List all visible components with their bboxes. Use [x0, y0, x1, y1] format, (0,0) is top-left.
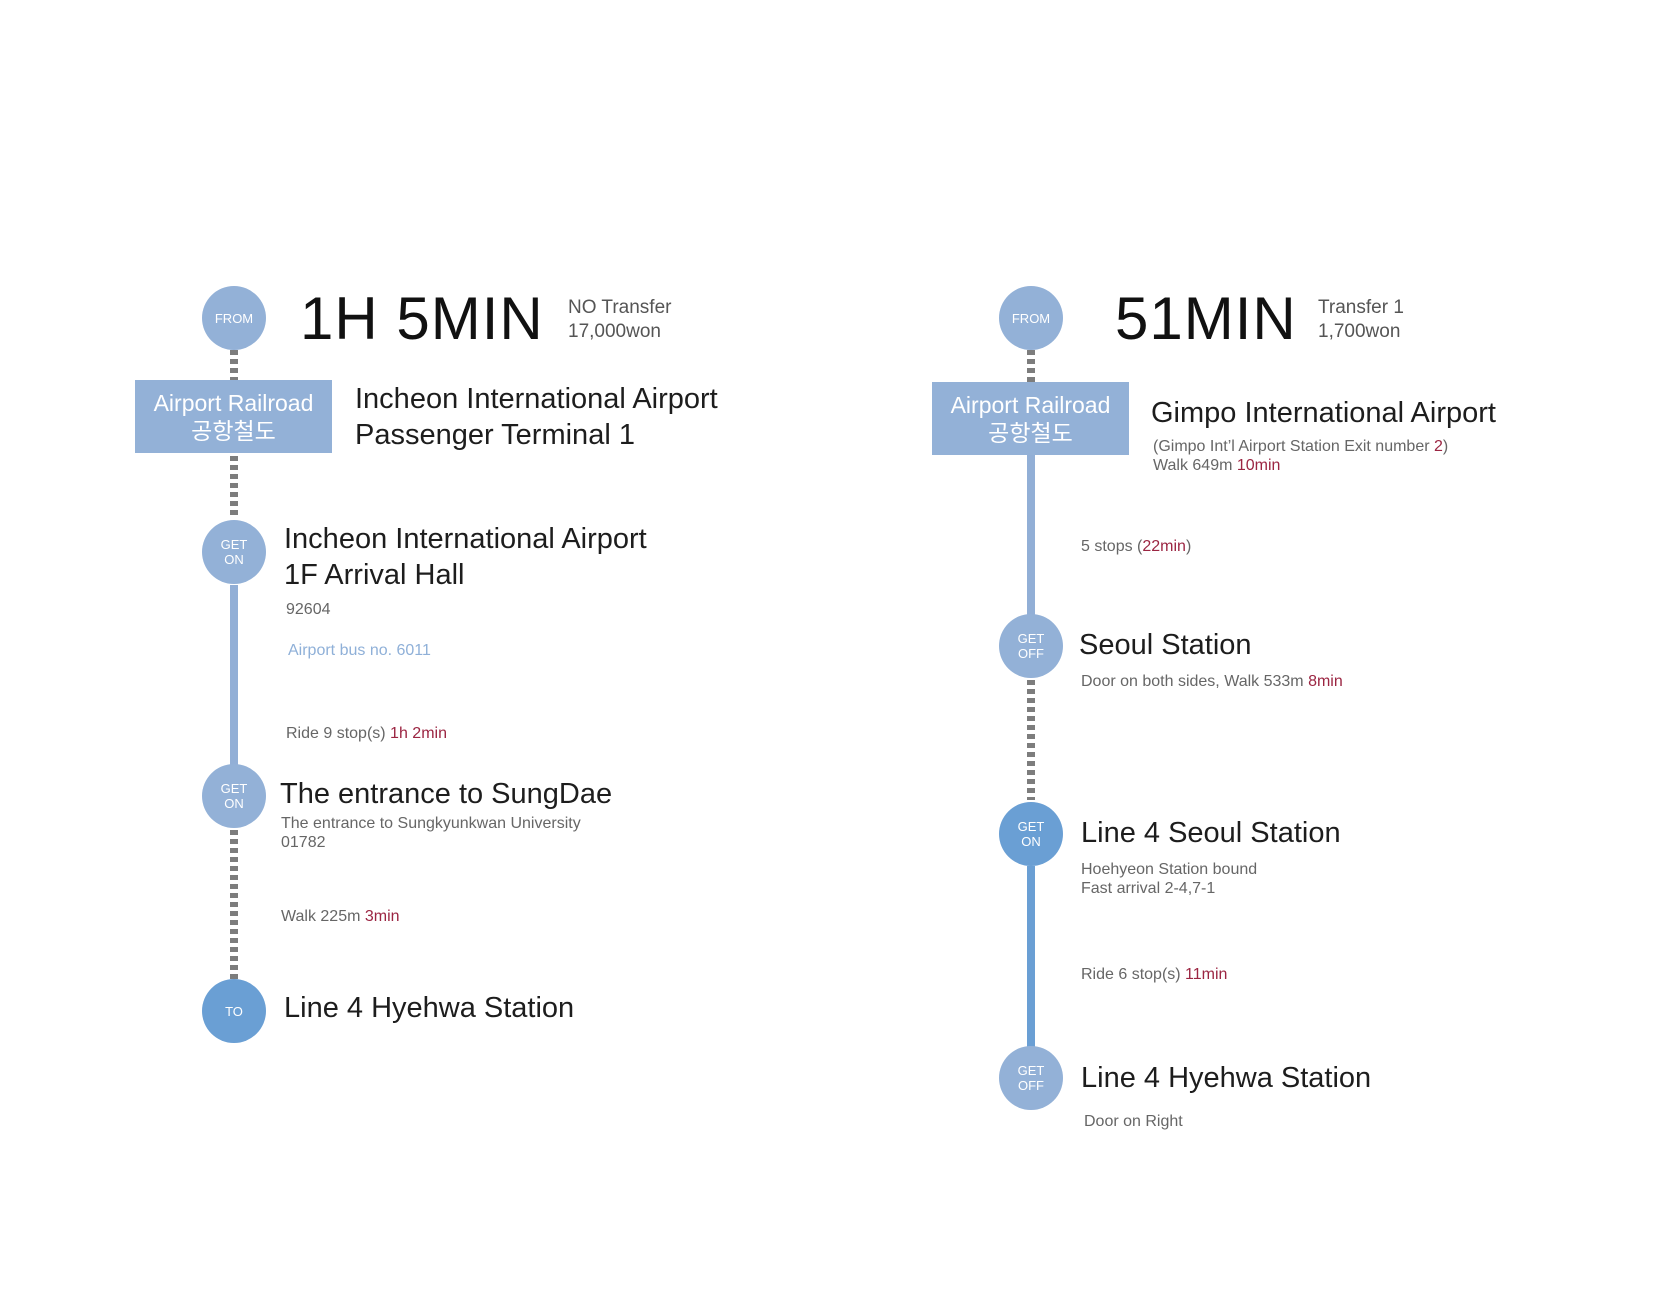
from-node: FROM — [999, 286, 1063, 350]
get-off-node: GET OFF — [999, 1046, 1063, 1110]
travel-time: 1H 5MIN — [300, 285, 544, 352]
route-1: FROM 1H 5MIN NO Transfer 17,000won Airpo… — [135, 285, 718, 1043]
get-on-node: GET ON — [999, 802, 1063, 866]
walk-duration: 8min — [1308, 673, 1343, 690]
fare: 1,700won — [1318, 321, 1401, 342]
destination-title: Line 4 Hyehwa Station — [284, 992, 575, 1024]
transfer-info: NO Transfer 17,000won — [568, 296, 671, 344]
origin-exit-info: (Gimpo Int’l Airport Station Exit number… — [1153, 438, 1449, 474]
stop-title: The entrance to SungDae — [280, 778, 613, 810]
stops-duration: 22min — [1142, 538, 1186, 555]
exit-number: 2 — [1434, 438, 1443, 455]
stops-info: 5 stops (22min) — [1081, 538, 1192, 555]
transfer-count: NO Transfer — [568, 297, 672, 318]
walk-connector — [230, 456, 238, 518]
stop-title: Line 4 Seoul Station — [1081, 817, 1341, 849]
get-on-node: GET ON — [202, 520, 266, 584]
transfer-count: Transfer 1 — [1318, 297, 1404, 318]
walk-duration: 10min — [1236, 457, 1281, 474]
walk-connector — [230, 830, 238, 980]
transfer-info: Transfer 1 1,700won — [1318, 296, 1404, 344]
destination-description: Door on Right — [1084, 1113, 1183, 1130]
ride-duration: 1h 2min — [390, 725, 447, 742]
to-node: TO — [202, 979, 266, 1043]
fare: 17,000won — [568, 321, 661, 342]
get-off-node: GET OFF — [999, 614, 1063, 678]
stop-description: Door on both sides, Walk 533m 8min — [1081, 673, 1343, 690]
bus-stop-title: Incheon International Airport 1F Arrival… — [284, 523, 647, 591]
airport-railroad-badge: Airport Railroad 공항철도 — [135, 380, 332, 453]
ride-info: Ride 9 stop(s) 1h 2min — [286, 725, 447, 742]
subway-ride-line — [1027, 866, 1035, 1052]
rail-ride-line — [1027, 455, 1035, 615]
airport-railroad-badge: Airport Railroad 공항철도 — [932, 382, 1129, 455]
travel-time: 51MIN — [1115, 285, 1297, 352]
bus-number: Airport bus no. 6011 — [288, 642, 431, 659]
ride-info: Ride 6 stop(s) 11min — [1081, 966, 1228, 983]
walk-connector — [230, 350, 238, 380]
walk-connector — [1027, 350, 1035, 382]
bus-ride-line — [230, 585, 238, 767]
stop-description: Hoehyeon Station bound Fast arrival 2-4,… — [1081, 861, 1258, 897]
from-node: FROM — [202, 286, 266, 350]
origin-station: Gimpo International Airport — [1151, 397, 1496, 429]
destination-title: Line 4 Hyehwa Station — [1081, 1062, 1372, 1094]
ride-duration: 11min — [1185, 966, 1228, 983]
route-2: FROM 51MIN Transfer 1 1,700won Airport R… — [797, 0, 1628, 1302]
get-on-node: GET ON — [202, 764, 266, 828]
stop-title: Seoul Station — [1079, 629, 1252, 661]
origin-station: Incheon International Airport Passenger … — [355, 383, 718, 451]
stop-description: The entrance to Sungkyunkwan University … — [281, 815, 581, 851]
walk-duration: 3min — [364, 908, 400, 925]
stop-code: 92604 — [286, 601, 331, 618]
walk-connector — [1027, 680, 1035, 800]
walk-info: Walk 225m 3min — [281, 908, 400, 925]
